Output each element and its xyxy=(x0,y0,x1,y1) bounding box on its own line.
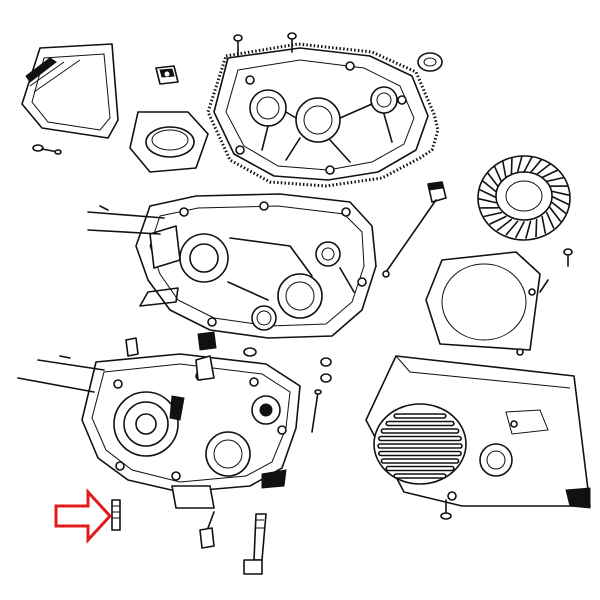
stator-plate xyxy=(425,251,549,356)
dipstick xyxy=(382,181,447,278)
fan-fin xyxy=(505,220,519,236)
fan-fin xyxy=(478,198,497,204)
grille-slat xyxy=(377,443,463,449)
fan-fin xyxy=(496,218,513,231)
fan-fin xyxy=(541,215,547,234)
cover-gasket xyxy=(206,42,440,188)
fan-fin xyxy=(535,218,538,238)
grille-slat xyxy=(380,428,460,434)
fan-fin xyxy=(523,155,533,173)
fan-fin xyxy=(549,207,562,222)
small-clip xyxy=(155,65,179,85)
crankcase-studs-upper xyxy=(87,205,165,235)
plate-screw xyxy=(32,144,62,155)
gearbox-cover xyxy=(213,47,429,181)
fan-fin xyxy=(486,172,499,187)
shroud-screw xyxy=(440,499,452,520)
fan-fin xyxy=(483,211,503,218)
fan-fin xyxy=(510,156,513,176)
fan-fin xyxy=(501,160,507,179)
fan-fin xyxy=(535,163,552,176)
fan-fin xyxy=(481,180,497,193)
grille-slat xyxy=(377,435,462,442)
fan-fin xyxy=(545,211,555,229)
flywheel-bolt xyxy=(563,248,573,267)
fan-fin xyxy=(551,201,567,214)
fan-fin xyxy=(516,155,523,174)
fan-fin xyxy=(541,169,559,179)
fan-fin xyxy=(478,188,496,198)
fan-fin xyxy=(515,221,525,239)
flywheel-fan xyxy=(477,155,571,241)
side-bolt xyxy=(311,389,322,433)
fan-fin xyxy=(552,196,570,206)
crankcase-studs-lower xyxy=(17,355,105,393)
inspection-window-plate xyxy=(21,43,119,139)
crankcase-half-upper xyxy=(135,193,377,351)
rubber-cap xyxy=(129,111,209,173)
arrow-right-outline-icon xyxy=(54,488,113,544)
fan-fin xyxy=(529,158,543,174)
fan-fin xyxy=(489,215,507,225)
fan-fin xyxy=(493,165,503,183)
fan-shroud xyxy=(365,355,591,509)
fan-fin xyxy=(525,220,532,239)
grille-slat xyxy=(380,458,460,464)
ring-seal xyxy=(417,52,443,72)
grille-slat xyxy=(377,450,462,457)
crankcase-half-lower xyxy=(81,337,301,509)
fan-fin xyxy=(551,190,570,196)
grille-slat xyxy=(393,473,447,479)
fan-fin xyxy=(545,176,565,183)
grille-slat xyxy=(385,465,455,472)
bottom-bolts xyxy=(111,499,267,575)
crankcase-nuts xyxy=(243,347,332,383)
grille-slat xyxy=(385,420,455,427)
grille-slat xyxy=(393,413,447,419)
